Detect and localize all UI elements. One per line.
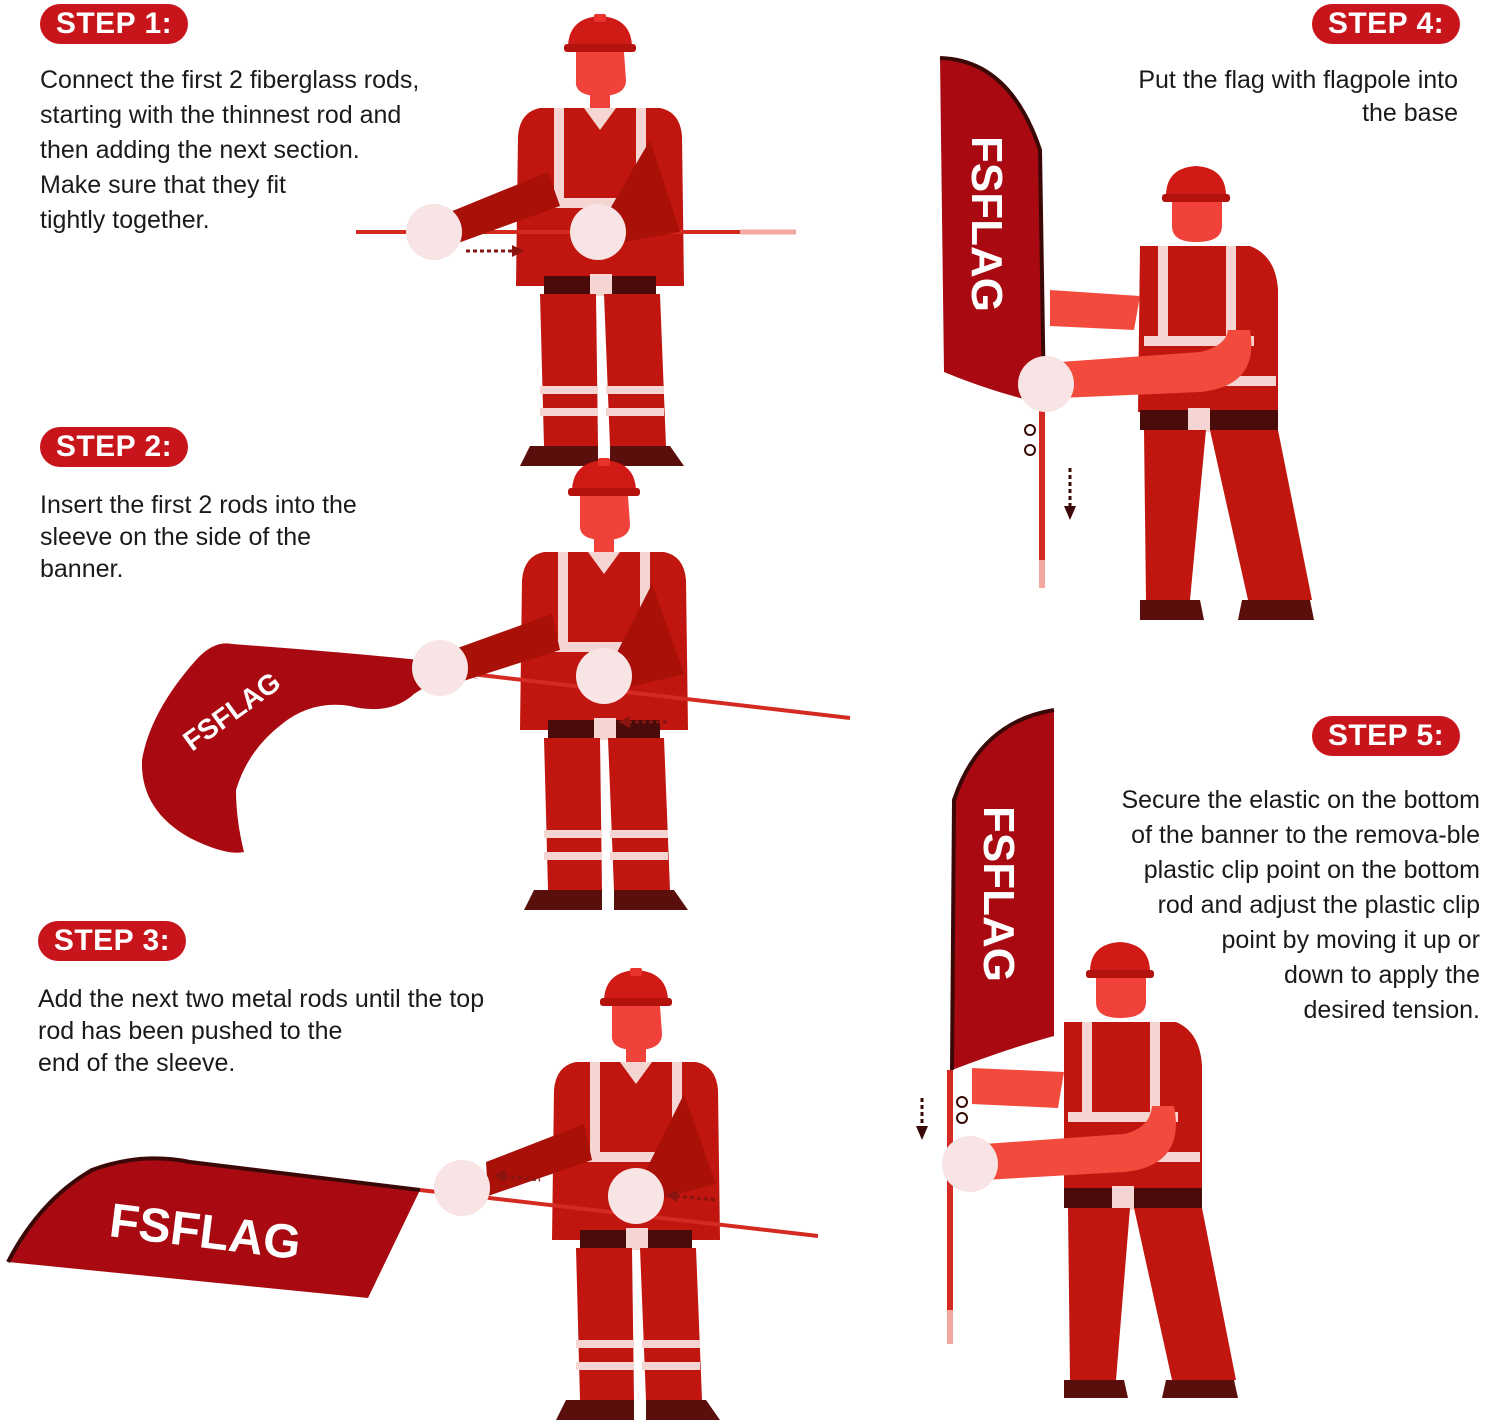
push-arrow-icon <box>618 716 668 728</box>
push-arrow-icon <box>666 1190 717 1202</box>
hand-icon <box>1018 356 1074 412</box>
step-4-badge: STEP 4: <box>1312 4 1460 44</box>
step-1-badge: STEP 1: <box>40 4 188 44</box>
hand-icon <box>576 648 632 704</box>
step-2-illustration: FSFLAG <box>141 458 851 910</box>
flag-banner <box>952 710 1054 1070</box>
rod <box>419 666 851 720</box>
step-2-badge: STEP 2: <box>40 427 188 467</box>
push-arrow-icon <box>494 1170 541 1182</box>
hand-icon <box>434 1160 490 1216</box>
step-1-illustration <box>356 14 796 466</box>
hand-icon <box>942 1136 998 1192</box>
step-2-text: Insert the first 2 rods into the sleeve … <box>40 491 357 583</box>
down-arrow-icon <box>916 1098 928 1140</box>
step-1-text: Connect the first 2 fiberglass rods, sta… <box>40 66 420 234</box>
step-3-badge: STEP 3: <box>38 921 186 961</box>
step-4-text: Put the flag with flagpole into the base <box>1138 66 1458 127</box>
hand-icon <box>412 640 468 696</box>
step-5-illustration: FSFLAG <box>916 708 1238 1398</box>
step-4-illustration: FSFLAG <box>939 56 1314 620</box>
hand-icon <box>406 204 462 260</box>
flag-text: FSFLAG <box>974 806 1023 982</box>
flag-text: FSFLAG <box>962 136 1011 312</box>
push-arrow-icon <box>466 245 524 257</box>
hand-icon <box>608 1168 664 1224</box>
hand-icon <box>570 204 626 260</box>
step-3-text: Add the next two metal rods until the to… <box>38 985 485 1077</box>
flag-banner <box>141 643 480 853</box>
flag-banner <box>940 58 1044 404</box>
flag-banner <box>8 1158 420 1298</box>
step-5-badge: STEP 5: <box>1312 716 1460 756</box>
step-5-text: Secure the elastic on the bottom of the … <box>1121 786 1480 1024</box>
down-arrow-icon <box>1064 468 1076 520</box>
step-3-illustration: FSFLAG <box>6 968 819 1420</box>
